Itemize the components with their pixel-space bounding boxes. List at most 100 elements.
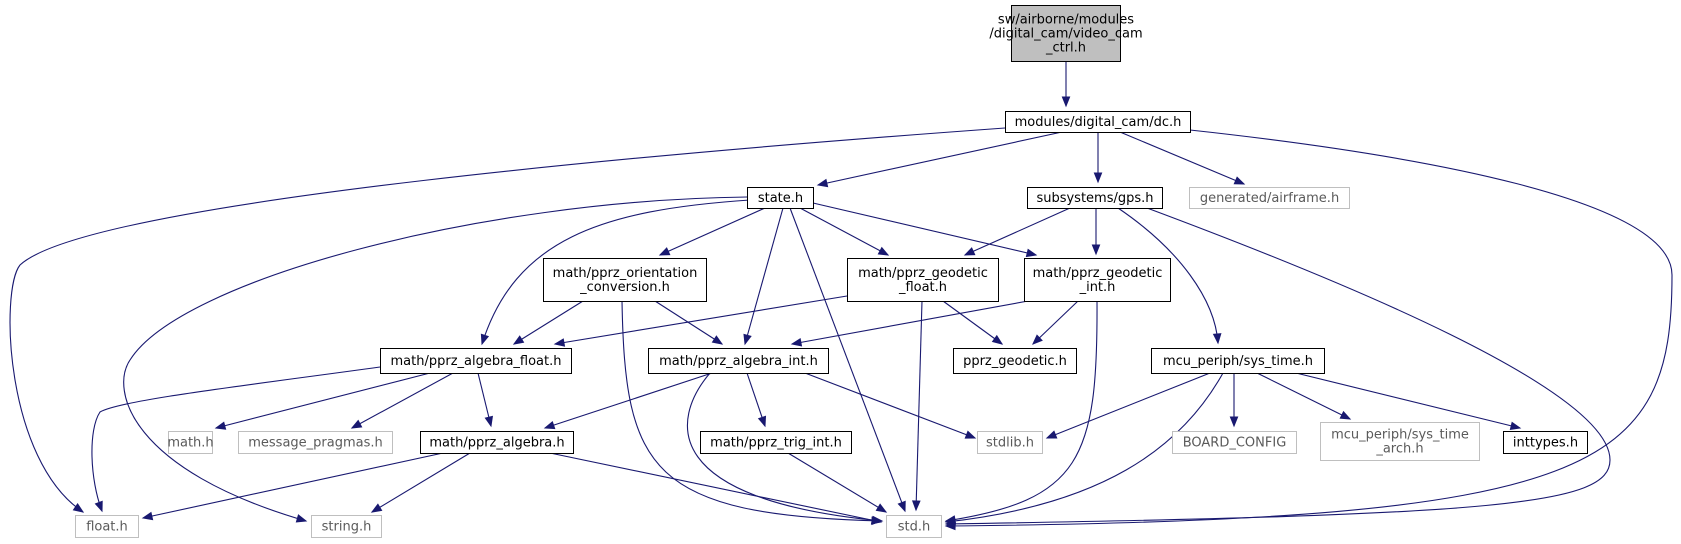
node-box: [953, 348, 1077, 374]
edge-line: [1032, 300, 1079, 345]
node-box: [700, 431, 852, 454]
edge-algfloat-to-float: [91, 366, 381, 513]
edge-systime-to-systimearch: [1256, 372, 1352, 420]
node-box: [420, 431, 574, 454]
node-algfloat[interactable]: math/pprz_algebra_float.h: [380, 348, 572, 374]
edge-line: [91, 366, 381, 512]
node-box: [977, 431, 1043, 454]
node-label-line: math/pprz_geodetic: [1033, 266, 1163, 281]
node-label-line: math/pprz_algebra_float.h: [391, 354, 562, 369]
node-box: [238, 431, 393, 454]
arrowhead: [1032, 334, 1043, 345]
edge-line: [621, 300, 882, 522]
node-box: [1011, 5, 1121, 62]
node-mathh[interactable]: math.h: [167, 431, 214, 454]
node-root[interactable]: sw/airborne/modules/digital_cam/video_ca…: [989, 5, 1143, 62]
edge-line: [817, 131, 1063, 186]
node-pragmas[interactable]: message_pragmas.h: [238, 431, 393, 454]
edge-algfloat-to-mathh: [214, 372, 431, 430]
arrowhead: [553, 338, 566, 347]
node-label-line: pprz_geodetic.h: [963, 354, 1067, 369]
node-state[interactable]: state.h: [747, 187, 814, 209]
node-label-line: std.h: [898, 520, 931, 535]
node-box: [380, 348, 572, 374]
node-inttypes[interactable]: inttypes.h: [1503, 431, 1588, 454]
node-box: [1172, 431, 1297, 454]
edge-algint-to-trig: [746, 372, 767, 428]
arrowhead: [350, 419, 363, 429]
edge-line: [799, 207, 889, 256]
node-label-line: float.h: [86, 520, 128, 535]
edge-geofloat-to-algfloat: [553, 295, 848, 347]
node-geodetic[interactable]: pprz_geodetic.h: [953, 348, 1077, 374]
node-systime[interactable]: mcu_periph/sys_time.h: [1151, 348, 1325, 374]
arrowhead: [897, 500, 906, 513]
node-stdlib[interactable]: stdlib.h: [977, 431, 1043, 454]
node-airframe[interactable]: generated/airframe.h: [1189, 187, 1350, 209]
node-float[interactable]: float.h: [75, 515, 139, 538]
edge-algfloat-to-algebra: [477, 372, 494, 428]
edge-algint-to-algebra: [543, 372, 713, 430]
arrowhead: [141, 511, 154, 521]
arrowhead: [1045, 430, 1058, 439]
edge-dc-to-state: [816, 131, 1063, 188]
node-systimearch[interactable]: mcu_periph/sys_time_arch.h: [1320, 422, 1480, 461]
node-box: [1320, 422, 1480, 461]
edge-orient-to-algfloat: [512, 300, 584, 345]
edge-state-to-orient: [658, 207, 766, 256]
arrowhead: [1509, 421, 1522, 431]
arrowhead: [1093, 172, 1103, 184]
edge-line: [789, 207, 906, 512]
node-box: [543, 258, 707, 302]
node-label-line: inttypes.h: [1513, 436, 1578, 451]
edge-line: [812, 202, 1037, 256]
edge-line: [659, 207, 766, 256]
arrowhead: [295, 514, 308, 523]
edge-line: [945, 372, 1224, 523]
edge-line: [744, 207, 784, 345]
edge-line: [1117, 207, 1219, 344]
node-label-line: state.h: [758, 191, 803, 206]
edge-line: [942, 300, 1003, 345]
edge-state-to-geoint: [812, 202, 1038, 258]
node-label-line: math.h: [167, 436, 213, 451]
arrowhead: [711, 335, 724, 345]
arrowhead: [743, 333, 752, 346]
node-algint[interactable]: math/pprz_algebra_int.h: [648, 348, 829, 374]
node-algebra[interactable]: math/pprz_algebra.h: [420, 431, 574, 454]
edge-dc-to-gps: [1093, 132, 1103, 184]
edge-algint-to-stdlib: [804, 372, 977, 439]
node-label-line: modules/digital_cam/dc.h: [1015, 115, 1182, 130]
edge-state-to-geofloat: [799, 207, 890, 256]
node-trig[interactable]: math/pprz_trig_int.h: [700, 431, 852, 454]
node-geofloat[interactable]: math/pprz_geodetic_float.h: [847, 258, 999, 302]
node-box: [1189, 187, 1350, 209]
node-label-line: mcu_periph/sys_time.h: [1163, 354, 1313, 369]
node-box: [1151, 348, 1325, 374]
node-label-line: subsystems/gps.h: [1036, 191, 1153, 206]
arrowhead: [480, 333, 490, 346]
node-box: [311, 515, 382, 538]
arrowhead: [1212, 333, 1222, 345]
node-dc[interactable]: modules/digital_cam/dc.h: [1005, 111, 1191, 133]
edge-line: [945, 300, 1098, 522]
node-std[interactable]: std.h: [886, 515, 942, 538]
node-board[interactable]: BOARD_CONFIG: [1172, 431, 1297, 454]
edge-dc-to-float: [9, 127, 1006, 513]
node-geoint[interactable]: math/pprz_geodetic_int.h: [1024, 258, 1171, 302]
node-label-line: generated/airframe.h: [1200, 191, 1339, 206]
edge-algebra-to-float: [141, 452, 444, 521]
arrowhead: [484, 415, 494, 428]
node-string[interactable]: string.h: [311, 515, 382, 538]
node-box: [1024, 258, 1171, 302]
edge-geofloat-to-std: [911, 300, 923, 512]
edge-line: [481, 199, 751, 345]
node-gps[interactable]: subsystems/gps.h: [1027, 187, 1163, 209]
arrowhead: [1229, 416, 1239, 428]
edge-state-to-algint: [743, 207, 784, 346]
node-orient[interactable]: math/pprz_orientation_conversion.h: [543, 258, 707, 302]
edge-line: [804, 372, 976, 439]
edge-gps-to-geofloat: [963, 207, 1071, 256]
edge-line: [964, 207, 1071, 256]
edge-line: [123, 196, 748, 522]
